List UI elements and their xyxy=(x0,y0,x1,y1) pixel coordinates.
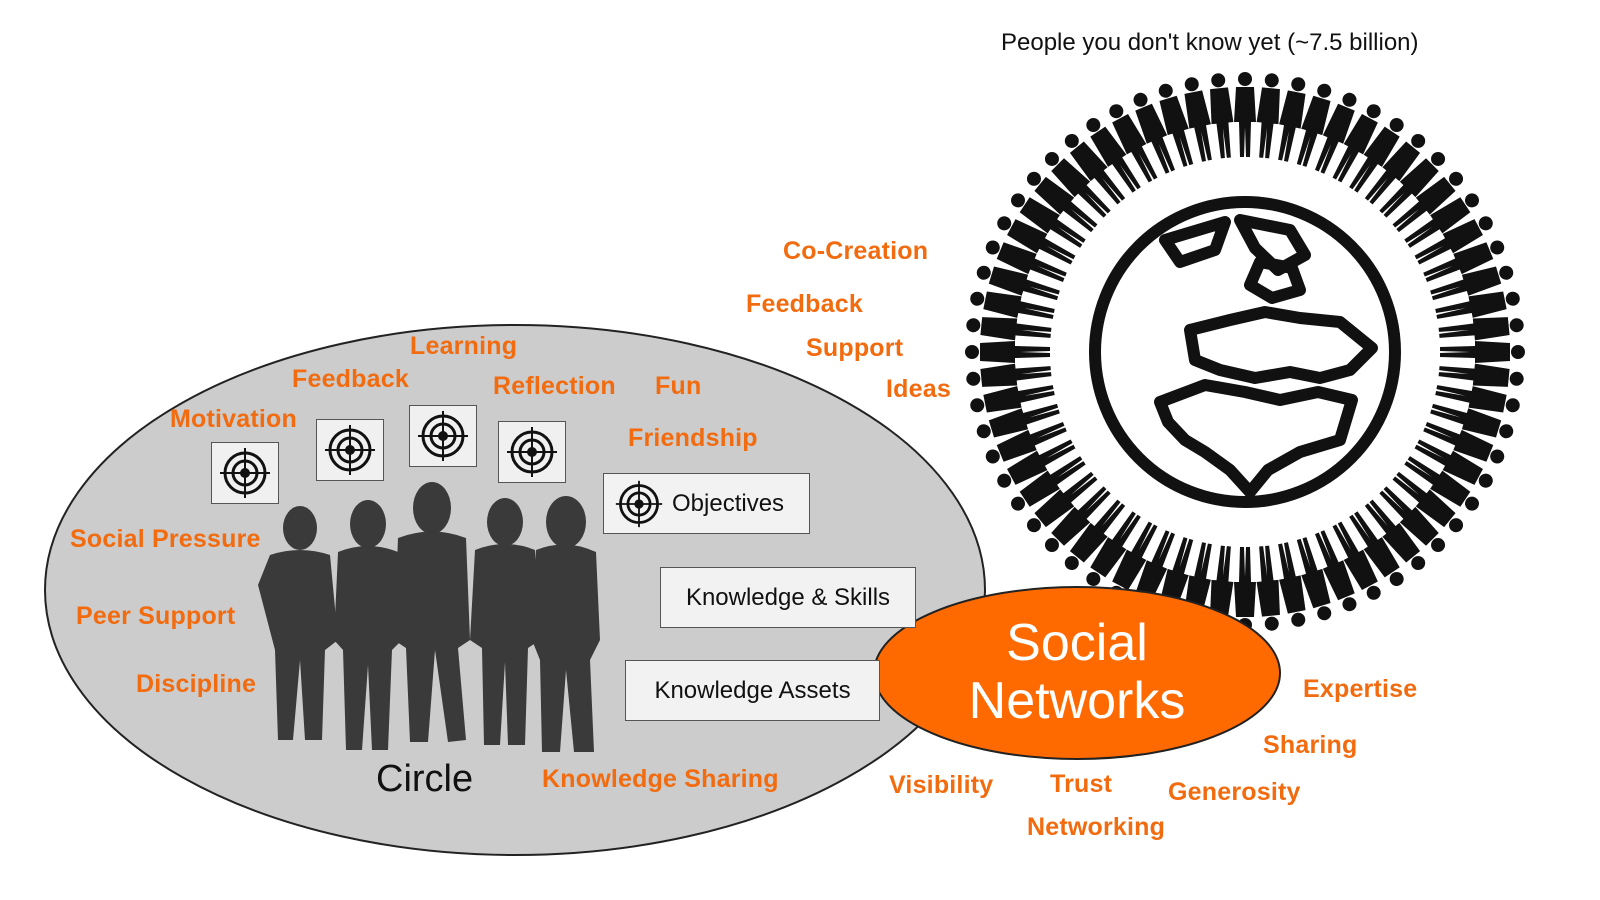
knowledge-skills-box: Knowledge & Skills xyxy=(660,567,916,628)
person-silhouette-icon xyxy=(1234,72,1256,157)
person-silhouette-icon xyxy=(1438,363,1524,387)
knowledge-skills-label: Knowledge & Skills xyxy=(685,583,891,611)
person-silhouette-icon xyxy=(985,240,1067,282)
people-ring-icon xyxy=(965,72,1525,632)
person-silhouette-icon xyxy=(1256,73,1280,159)
person-silhouette-icon xyxy=(1133,92,1175,174)
label-feedback-sn: Feedback xyxy=(746,290,863,318)
person-silhouette-icon xyxy=(1086,511,1141,586)
person-silhouette-icon xyxy=(1011,193,1086,248)
person-silhouette-icon xyxy=(1044,151,1111,218)
person-silhouette-icon xyxy=(1430,403,1514,439)
person-silhouette-icon xyxy=(1332,521,1381,600)
label-ideas: Ideas xyxy=(886,375,951,403)
person-silhouette-icon xyxy=(1435,291,1520,319)
label-sharing: Sharing xyxy=(1263,731,1358,759)
person-silhouette-icon xyxy=(1392,471,1464,533)
person-silhouette-icon xyxy=(1414,216,1493,265)
person-silhouette-icon xyxy=(970,385,1055,413)
person-silhouette-icon xyxy=(1379,486,1446,553)
label-knowledge-sharing: Knowledge Sharing xyxy=(542,765,779,793)
person-silhouette-icon xyxy=(1064,133,1126,205)
person-silhouette-icon xyxy=(976,265,1060,301)
person-silhouette-icon xyxy=(1332,104,1381,183)
target-icon xyxy=(316,419,384,481)
person-silhouette-icon xyxy=(1364,499,1426,571)
person-silhouette-icon xyxy=(1064,499,1126,571)
person-silhouette-icon xyxy=(1440,341,1525,363)
label-social-pressure: Social Pressure xyxy=(70,525,261,553)
label-motivation: Motivation xyxy=(170,405,297,433)
person-silhouette-icon xyxy=(1423,422,1505,464)
person-silhouette-icon xyxy=(1210,73,1234,159)
person-silhouette-icon xyxy=(1349,511,1404,586)
person-silhouette-icon xyxy=(1392,171,1464,233)
circle-title: Circle xyxy=(376,758,474,800)
label-feedback-circle: Feedback xyxy=(292,365,409,393)
label-co-creation: Co-Creation xyxy=(783,237,929,265)
person-silhouette-icon xyxy=(997,216,1076,265)
label-generosity: Generosity xyxy=(1168,778,1301,806)
label-fun: Fun xyxy=(655,372,702,400)
person-silhouette-icon xyxy=(1296,537,1332,621)
person-silhouette-icon xyxy=(1026,471,1098,533)
person-silhouette-icon xyxy=(1404,456,1479,511)
target-icon xyxy=(614,479,664,529)
label-peer-support: Peer Support xyxy=(76,602,236,630)
person-silhouette-icon xyxy=(1044,486,1111,553)
person-silhouette-icon xyxy=(1404,193,1479,248)
objectives-box: Objectives xyxy=(603,473,810,534)
person-silhouette-icon xyxy=(965,341,1050,363)
label-friendship: Friendship xyxy=(628,424,758,452)
social-networks-title-line1: Social xyxy=(1006,614,1148,672)
person-silhouette-icon xyxy=(1296,83,1332,167)
person-silhouette-icon xyxy=(1109,104,1158,183)
person-silhouette-icon xyxy=(1315,92,1357,174)
group-silhouette-icon xyxy=(258,482,600,752)
label-trust: Trust xyxy=(1050,770,1113,798)
person-silhouette-icon xyxy=(1011,456,1086,511)
person-silhouette-icon xyxy=(1423,240,1505,282)
knowledge-assets-box: Knowledge Assets xyxy=(625,660,880,721)
person-silhouette-icon xyxy=(1349,118,1404,193)
person-silhouette-icon xyxy=(1256,545,1280,631)
person-silhouette-icon xyxy=(1414,439,1493,488)
label-learning: Learning xyxy=(410,332,518,360)
person-silhouette-icon xyxy=(1430,265,1514,301)
label-support: Support xyxy=(806,334,904,362)
person-silhouette-icon xyxy=(966,317,1052,341)
person-silhouette-icon xyxy=(970,291,1055,319)
target-icon xyxy=(498,421,566,483)
person-silhouette-icon xyxy=(1278,77,1306,162)
person-silhouette-icon xyxy=(1158,83,1194,167)
globe-icon xyxy=(1089,196,1401,508)
person-silhouette-icon xyxy=(1184,77,1212,162)
person-silhouette-icon xyxy=(997,439,1076,488)
person-silhouette-icon xyxy=(976,403,1060,439)
label-expertise: Expertise xyxy=(1303,675,1418,703)
target-icon xyxy=(409,405,477,467)
person-silhouette-icon xyxy=(1438,317,1524,341)
person-silhouette-icon xyxy=(1435,385,1520,413)
person-silhouette-icon xyxy=(1379,151,1446,218)
person-silhouette-icon xyxy=(1026,171,1098,233)
target-icon xyxy=(211,442,279,504)
social-networks-title-line2: Networks xyxy=(968,672,1186,730)
person-silhouette-icon xyxy=(1315,530,1357,612)
label-visibility: Visibility xyxy=(889,771,994,799)
person-silhouette-icon xyxy=(985,422,1067,464)
person-silhouette-icon xyxy=(1364,133,1426,205)
person-silhouette-icon xyxy=(1278,542,1306,627)
label-reflection: Reflection xyxy=(493,372,616,400)
knowledge-assets-label: Knowledge Assets xyxy=(654,676,851,704)
label-discipline: Discipline xyxy=(136,670,257,698)
label-networking: Networking xyxy=(1027,813,1166,841)
world-title: People you don't know yet (~7.5 billion) xyxy=(1001,29,1419,56)
person-silhouette-icon xyxy=(966,363,1052,387)
objectives-label: Objectives xyxy=(672,489,785,517)
social-networks-title: Social Networks xyxy=(907,614,1247,730)
person-silhouette-icon xyxy=(1086,118,1141,193)
